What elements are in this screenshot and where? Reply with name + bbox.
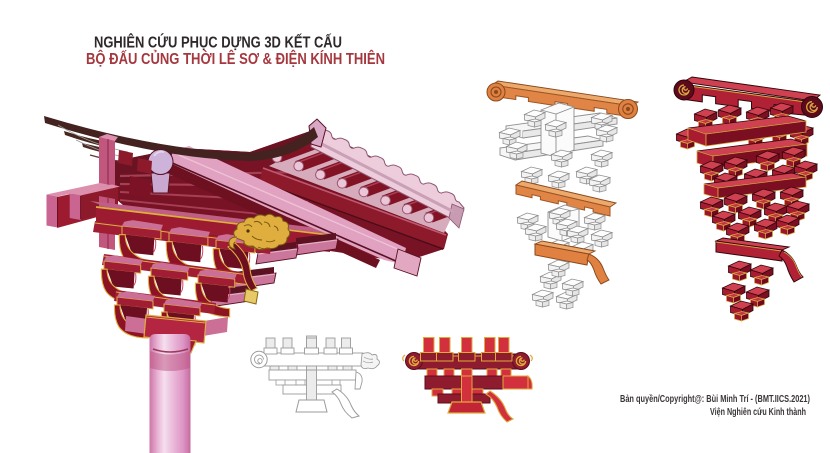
svg-text:BỘ ĐẤU CỦNG THỜI LÊ SƠ & ĐIỆN: BỘ ĐẤU CỦNG THỜI LÊ SƠ & ĐIỆN KÍNH THIÊN — [86, 49, 385, 68]
svg-text:NGHIÊN CỨU PHỤC DỰNG 3D KẾT CẤ: NGHIÊN CỨU PHỤC DỰNG 3D KẾT CẤU — [94, 33, 342, 52]
svg-text:Viện Nghiên cứu Kinh thành: Viện Nghiên cứu Kinh thành — [710, 406, 806, 418]
svg-text:Bản quyền/Copyright@: Bùi Minh: Bản quyền/Copyright@: Bùi Minh Trí - (BM… — [620, 393, 810, 405]
